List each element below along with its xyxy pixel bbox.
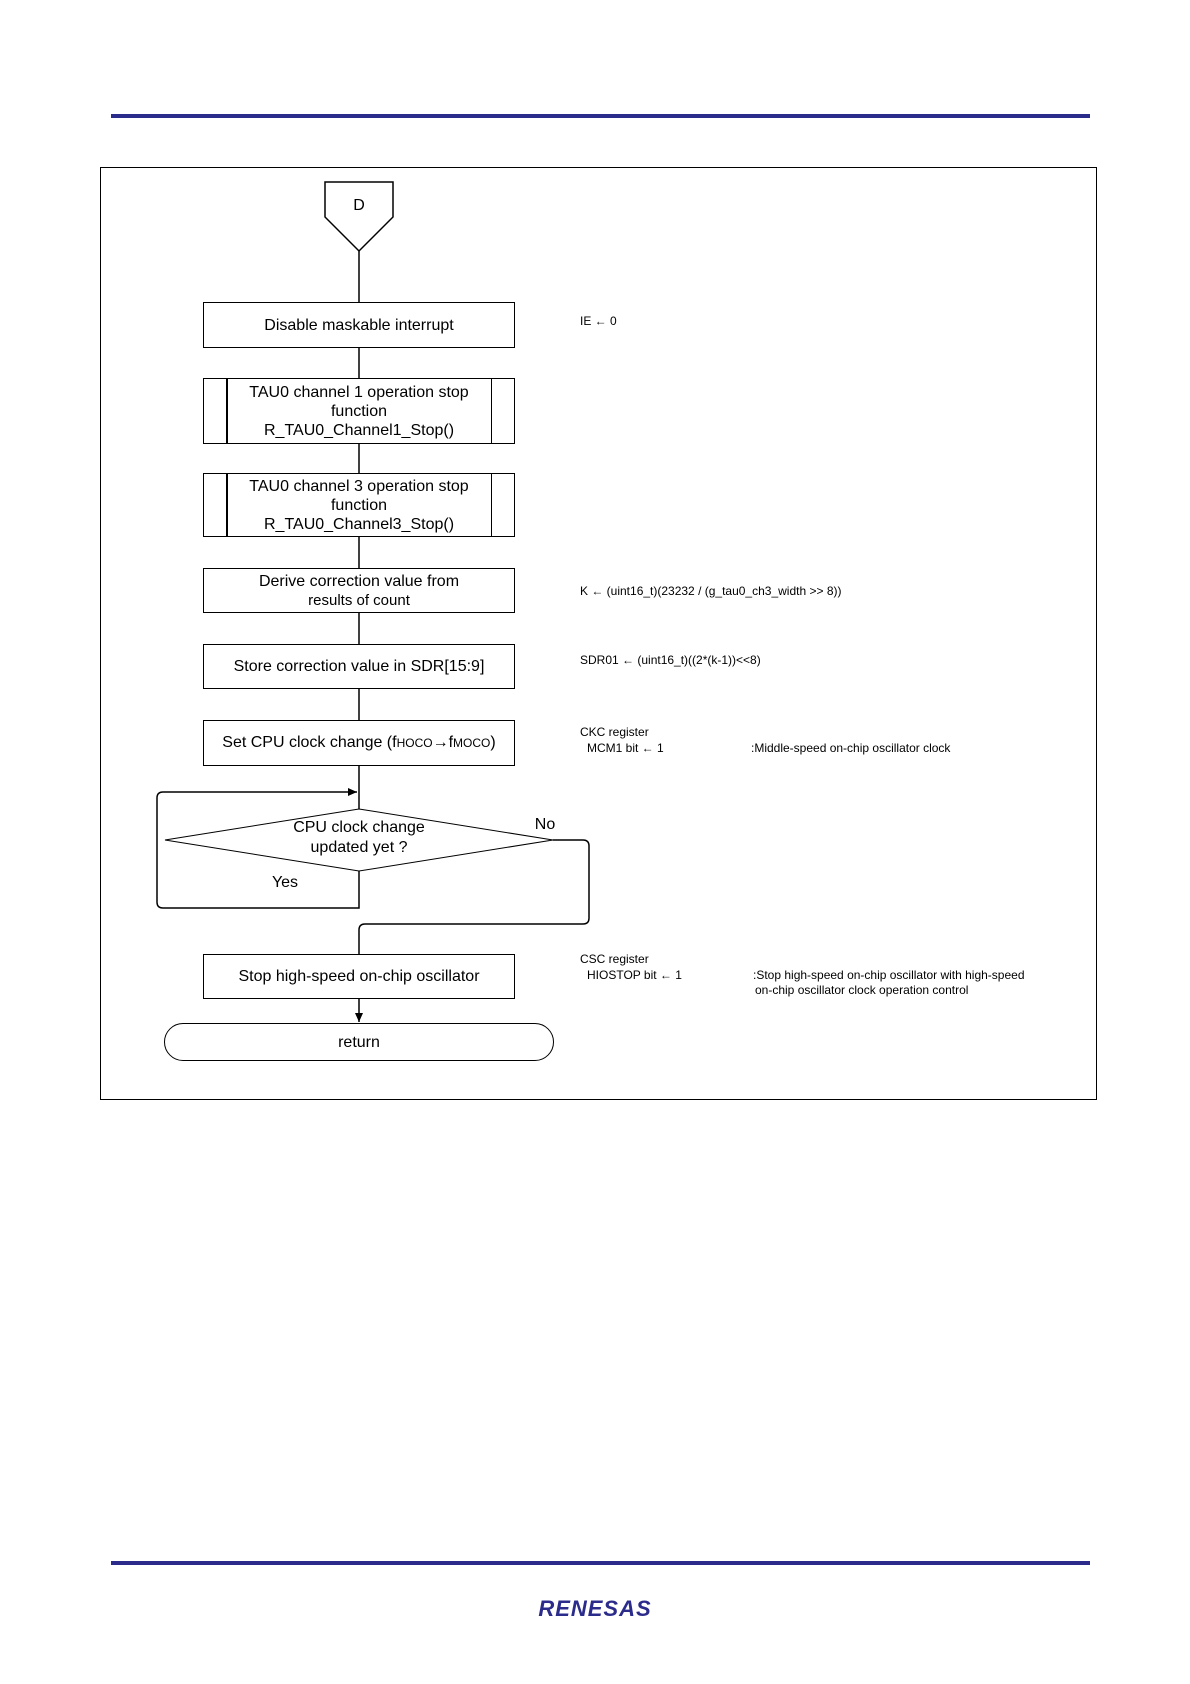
step-text: R_TAU0_Channel1_Stop()	[263, 421, 455, 439]
step-tau0-ch1-stop: TAU0 channel 1 operation stop function R…	[203, 378, 515, 444]
decision-text: CPU clock change updated yet ?	[293, 819, 425, 856]
step-text: results of count	[308, 591, 410, 609]
step-derive-correction: Derive correction value from results of …	[203, 568, 515, 613]
step-text: TAU0 channel 3 operation stop	[249, 477, 469, 495]
header-rule	[111, 114, 1090, 118]
step-set-cpu-clock: Set CPU clock change (fHOCO→fMOCO)	[203, 720, 515, 766]
decision-yes-label: Yes	[271, 874, 299, 891]
connector-d-label: D	[353, 197, 365, 214]
step-stop-hoco: Stop high-speed on-chip oscillator	[203, 954, 515, 999]
no-branch-line	[358, 839, 590, 954]
note-csc-bit: HIOSTOP bit ← 1	[587, 968, 682, 982]
terminator-return: return	[164, 1023, 554, 1061]
note-csc-desc-2: on-chip oscillator clock operation contr…	[755, 983, 969, 997]
step-text: TAU0 channel 1 operation stop	[249, 383, 469, 401]
return-text: return	[338, 1033, 380, 1051]
note-ckc-register: CKC register	[580, 725, 649, 739]
footer-rule	[111, 1561, 1090, 1565]
step-text: function	[330, 496, 388, 514]
note-k: K ← (uint16_t)(23232 / (g_tau0_ch3_width…	[580, 584, 842, 598]
note-ie: IE ← 0	[580, 314, 617, 328]
note-csc-register: CSC register	[580, 952, 649, 966]
note-csc-desc-1: :Stop high-speed on-chip oscillator with…	[753, 968, 1025, 982]
yes-loop-line	[156, 788, 360, 909]
step-text: Derive correction value from	[258, 572, 460, 590]
step-store-correction: Store correction value in SDR[15:9]	[203, 644, 515, 689]
note-ckc-bit: MCM1 bit ← 1	[587, 741, 664, 755]
connector-d-shape	[324, 181, 394, 253]
step-stop-hoco-text: Stop high-speed on-chip oscillator	[238, 968, 480, 985]
note-sdr: SDR01 ← (uint16_t)((2*(k-1))<<8)	[580, 653, 761, 667]
note-ckc-desc: :Middle-speed on-chip oscillator clock	[751, 741, 951, 755]
step-clock-text: Set CPU clock change (fHOCO→fMOCO)	[222, 734, 496, 751]
renesas-logo: RENESAS	[538, 1596, 652, 1621]
step-disable-interrupt-text: Disable maskable interrupt	[264, 316, 454, 334]
step-disable-interrupt: Disable maskable interrupt	[203, 302, 515, 348]
step-text: function	[330, 402, 388, 420]
flowchart-frame	[100, 167, 1097, 1100]
step-text: R_TAU0_Channel3_Stop()	[263, 515, 455, 533]
step-tau0-ch3-stop: TAU0 channel 3 operation stop function R…	[203, 473, 515, 537]
decision-no-label: No	[534, 816, 556, 833]
step-store-text: Store correction value in SDR[15:9]	[233, 658, 485, 675]
